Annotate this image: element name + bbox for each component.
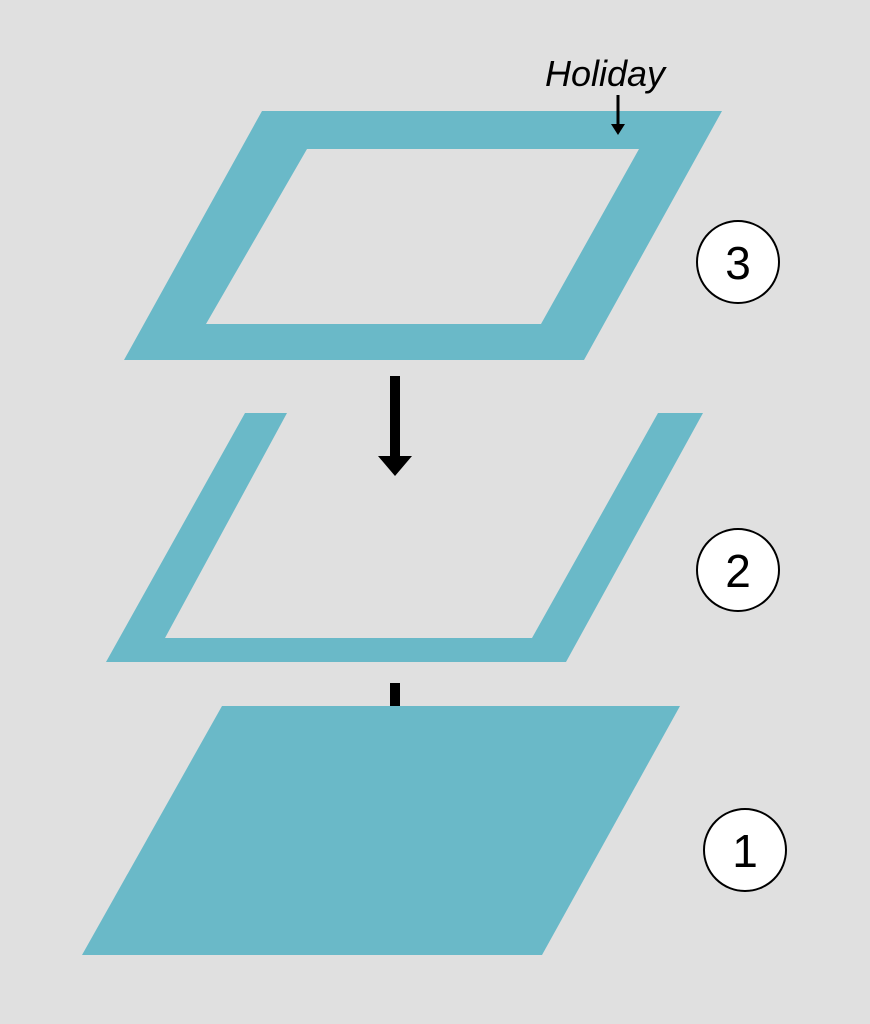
layer-3 (124, 111, 722, 360)
holiday-annotation: Holiday (545, 53, 667, 135)
layer-2-number: 2 (725, 545, 751, 597)
layer-1-solid (82, 706, 680, 955)
down-arrow-icon (378, 376, 412, 476)
badge-circle (696, 528, 780, 612)
layer-1-number: 1 (732, 825, 758, 877)
holiday-label: Holiday (545, 53, 667, 94)
layer-3-badge: 3 (696, 220, 780, 304)
badge-circle (703, 808, 787, 892)
layer-3-number: 3 (725, 237, 751, 289)
layer-1 (82, 706, 680, 955)
layer-2-frame (106, 413, 703, 662)
layer-2 (106, 413, 703, 662)
layer-2-badge: 2 (696, 528, 780, 612)
badge-circle (696, 220, 780, 304)
holiday-pointer-head (611, 124, 625, 135)
layer-1-badge: 1 (703, 808, 787, 892)
layer-3-frame (124, 111, 722, 360)
